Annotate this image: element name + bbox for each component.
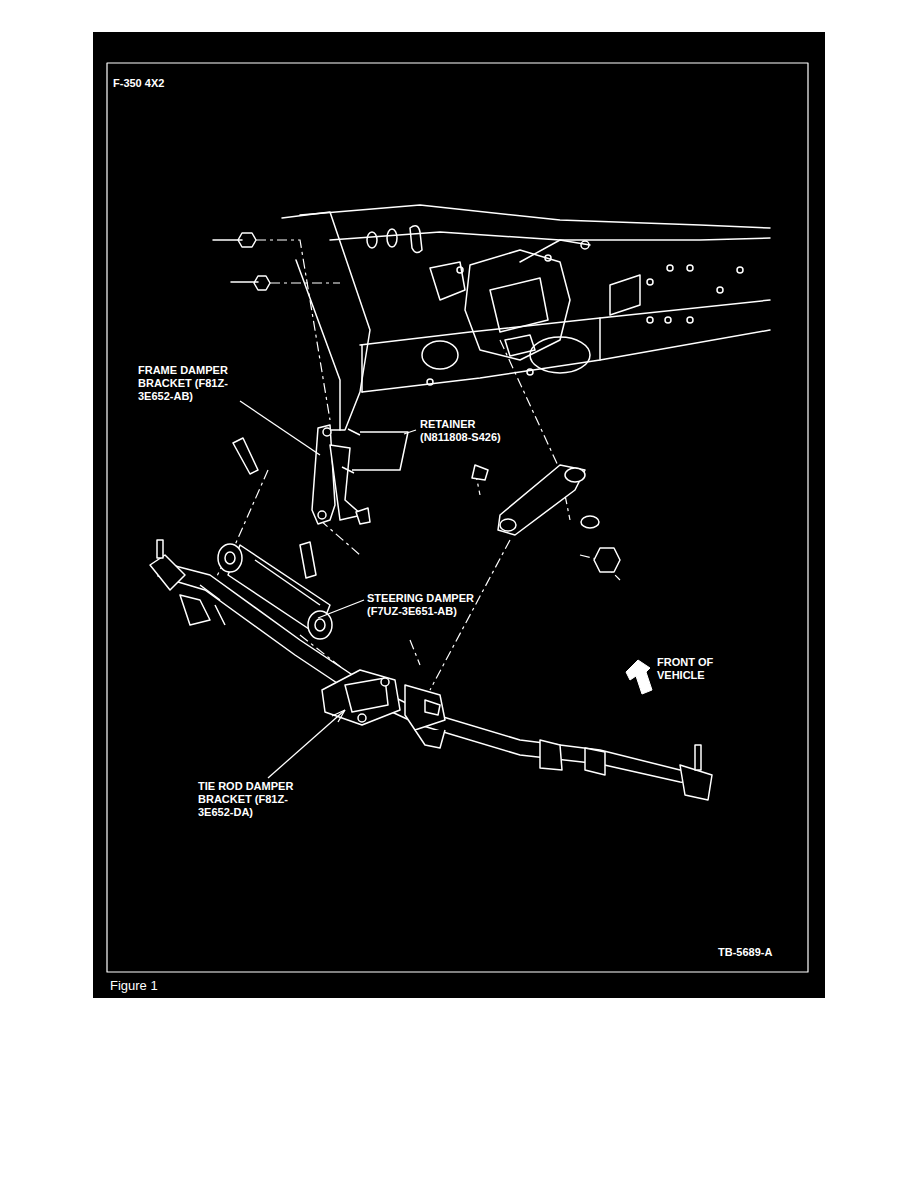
figure-title: F-350 4X2 (113, 77, 164, 90)
direction-label: FRONT OF VEHICLE (657, 656, 725, 682)
part-label: STEERING DAMPER (F7UZ-3E651-AB) (367, 592, 491, 618)
part-label: FRAME DAMPER BRACKET (F81Z-3E652-AB) (138, 364, 250, 403)
figure-caption: Figure 1 (110, 978, 158, 993)
part-label: RETAINER (N811808-S426) (420, 418, 520, 444)
figure-number: TB-5689-A (718, 946, 772, 959)
black-panel (93, 32, 825, 998)
part-label: TIE ROD DAMPER BRACKET (F81Z-3E652-DA) (198, 780, 312, 819)
